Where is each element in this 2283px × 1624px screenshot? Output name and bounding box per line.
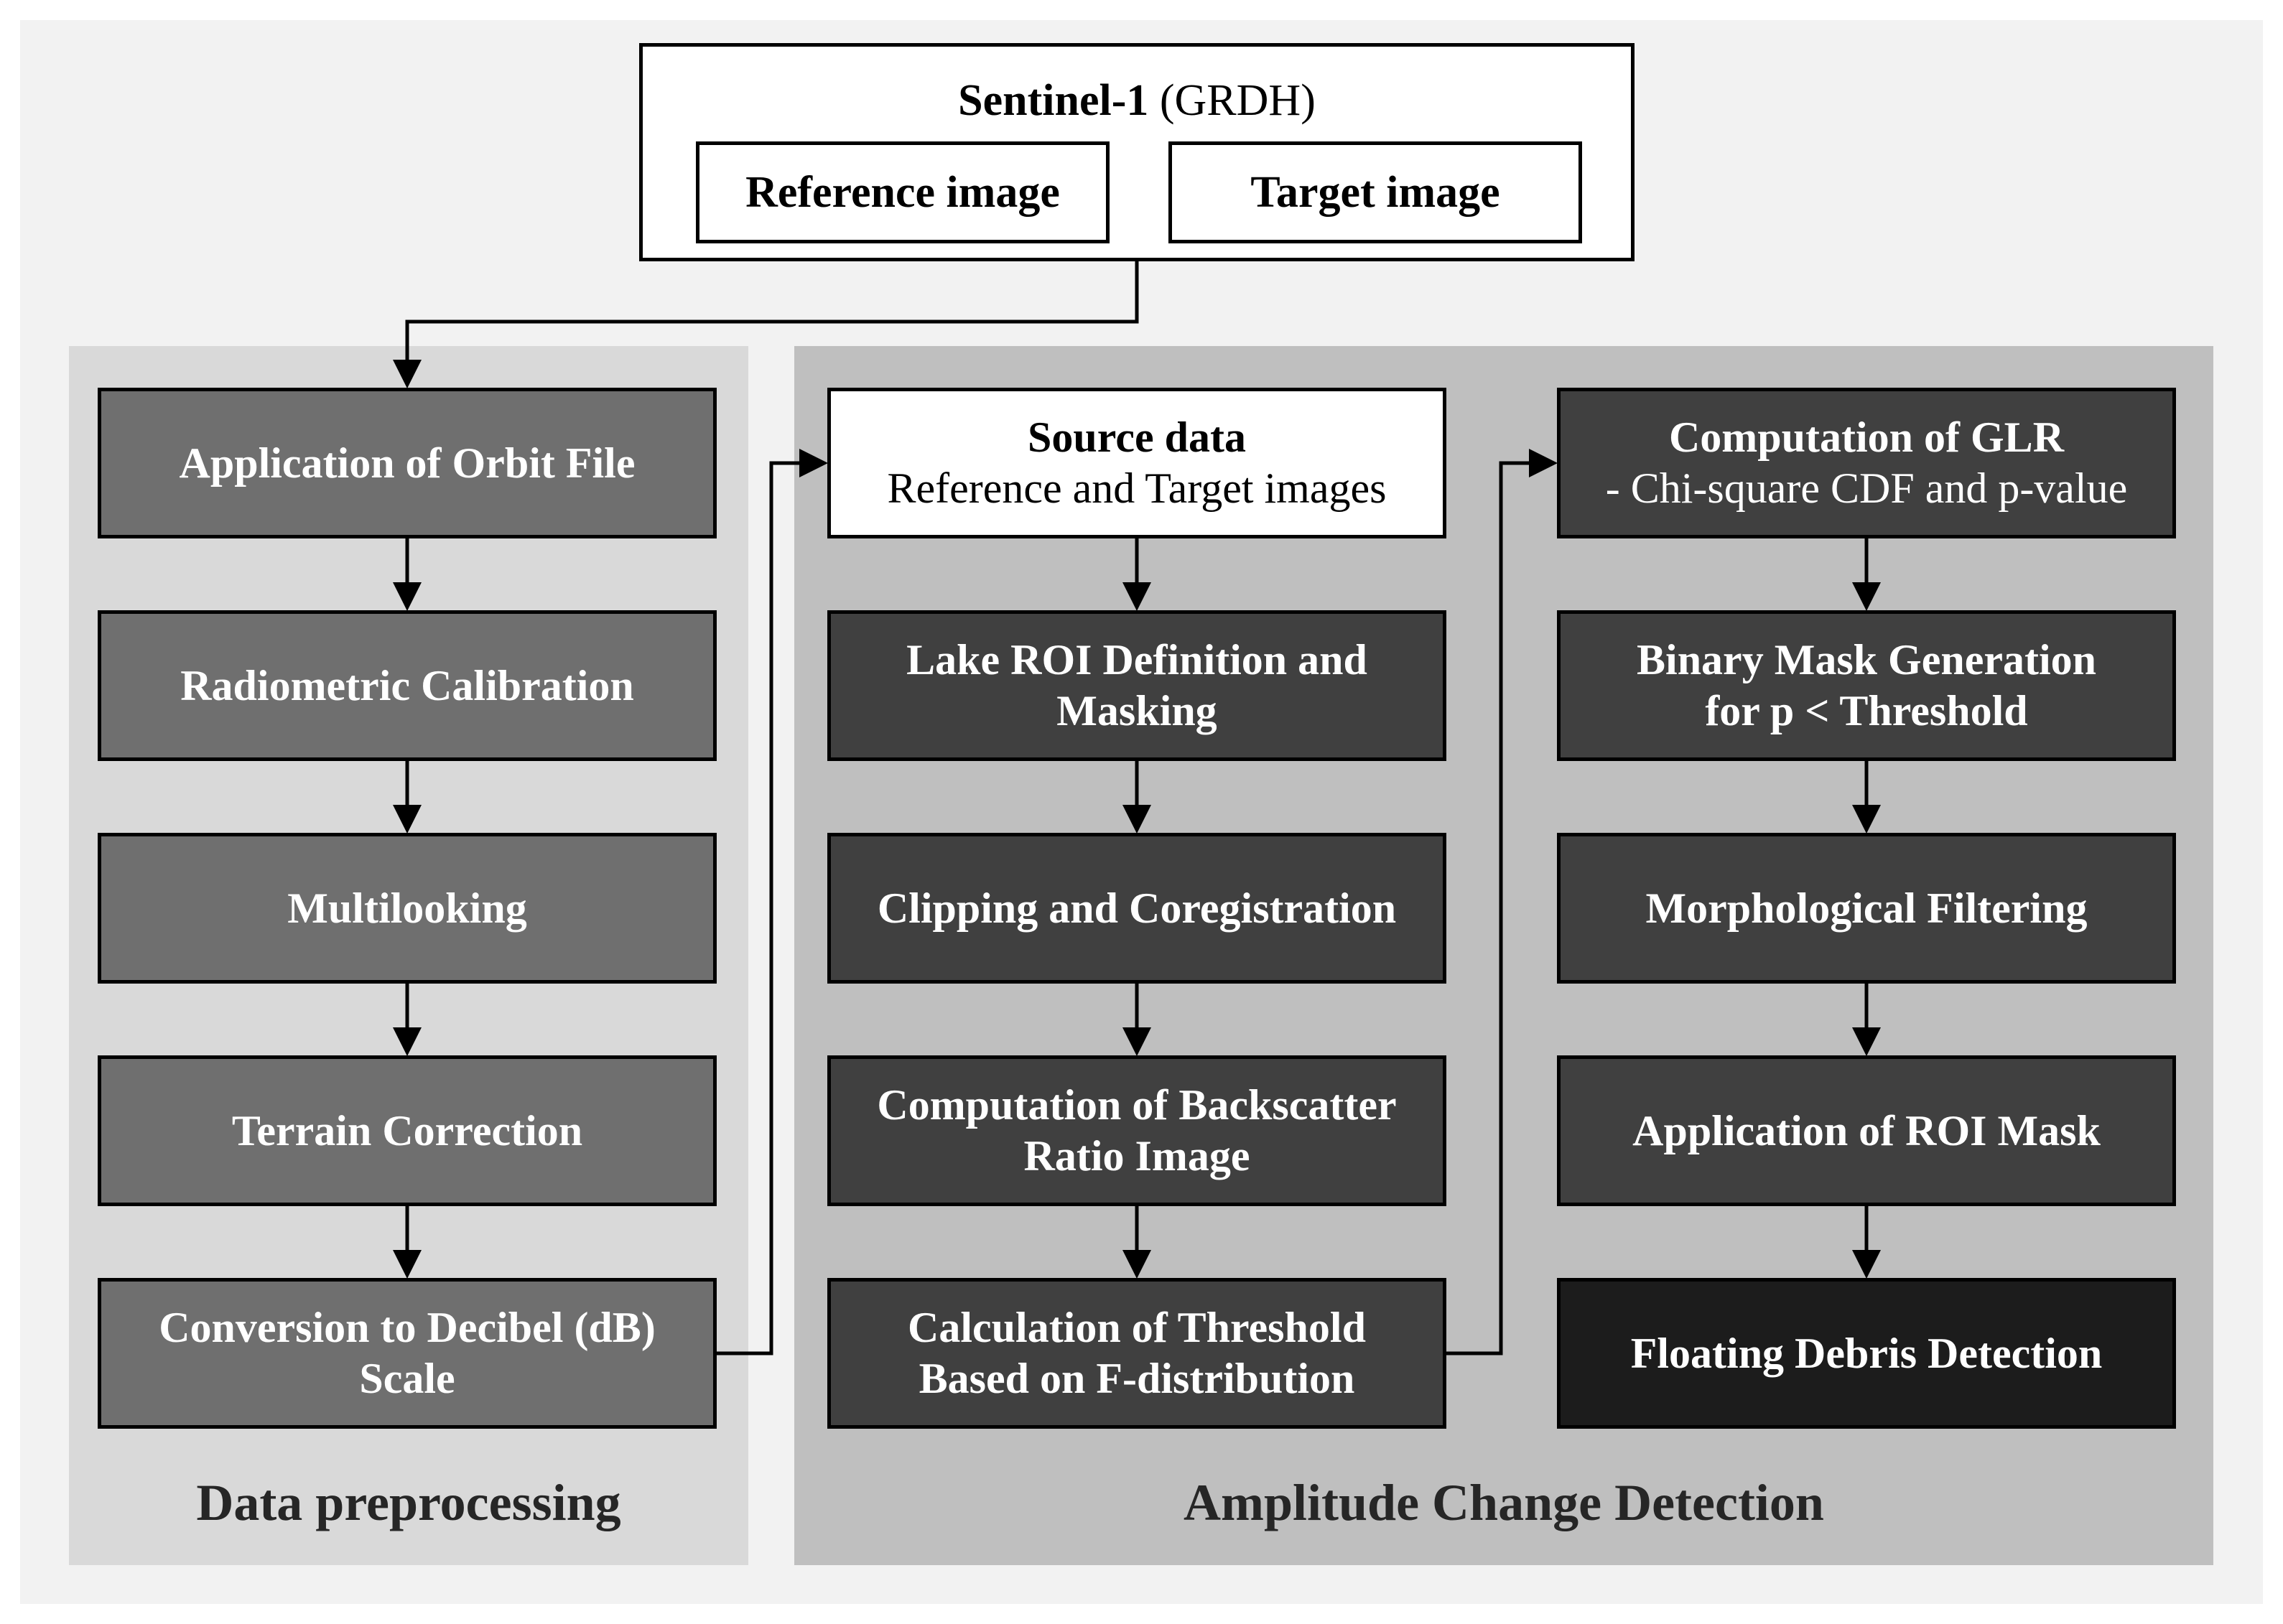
amplitude-change-detection-label: Amplitude Change Detection xyxy=(1184,1474,1824,1531)
step-label: Application of ROI Mask xyxy=(1632,1106,2101,1154)
arrow-source-to-preprocessing xyxy=(393,261,1139,388)
step-glr-computation: Computation of GLR - Chi-square CDF and … xyxy=(1557,388,2176,538)
step-label: Radiometric Calibration xyxy=(180,661,634,709)
step-floating-debris-detection: Floating Debris Detection xyxy=(1557,1278,2176,1429)
arrow-decibel-to-source-data xyxy=(717,449,828,1355)
step-label: Terrain Correction xyxy=(231,1106,583,1154)
source-data-subtitle: Reference and Target images xyxy=(887,465,1387,512)
step-label-line-2: Scale xyxy=(359,1355,455,1402)
step-label: Application of Orbit File xyxy=(179,439,636,487)
step-binary-mask: Binary Mask Generation for p < Threshold xyxy=(1557,610,2176,761)
source-data-title: Source data xyxy=(1028,414,1246,462)
step-roi-mask-application: Application of ROI Mask xyxy=(1557,1055,2176,1206)
data-preprocessing-label: Data preprocessing xyxy=(196,1474,621,1531)
step-label: Clipping and Coregistration xyxy=(877,884,1397,932)
step-lake-roi-definition: Lake ROI Definition and Masking xyxy=(827,610,1446,761)
step-label-line-2: Masking xyxy=(1056,687,1217,734)
step-label-line-1: Computation of Backscatter xyxy=(877,1081,1397,1129)
step-label-line-1: Calculation of Threshold xyxy=(908,1304,1366,1352)
sentinel-1-source-box: Sentinel-1 (GRDH) Reference image Target… xyxy=(639,43,1635,261)
step-label-line-1: Binary Mask Generation xyxy=(1637,636,2096,684)
step-orbit-file: Application of Orbit File xyxy=(98,388,717,538)
step-radiometric-calibration: Radiometric Calibration xyxy=(98,610,717,761)
sentinel-1-name: Sentinel-1 xyxy=(958,76,1149,125)
step-terrain-correction: Terrain Correction xyxy=(98,1055,717,1206)
step-label-line-1: Conversion to Decibel (dB) xyxy=(159,1304,656,1352)
step-decibel-conversion: Conversion to Decibel (dB) Scale xyxy=(98,1278,717,1429)
step-label: Morphological Filtering xyxy=(1645,884,2088,932)
target-image-label: Target image xyxy=(1250,167,1500,217)
step-label: Multilooking xyxy=(287,884,527,932)
step-label-line-1: Lake ROI Definition and xyxy=(906,636,1367,684)
step-morphological-filtering: Morphological Filtering xyxy=(1557,833,2176,984)
step-label-line-2: Based on F-distribution xyxy=(919,1355,1355,1402)
step-label-line-2: - Chi-square CDF and p-value xyxy=(1605,465,2128,512)
step-label: Floating Debris Detection xyxy=(1630,1329,2103,1377)
reference-image-label: Reference image xyxy=(745,167,1060,217)
arrow-threshold-to-glr xyxy=(1446,449,1558,1355)
step-label-line-2: for p < Threshold xyxy=(1705,687,2028,734)
step-threshold-calculation: Calculation of Threshold Based on F-dist… xyxy=(827,1278,1446,1429)
step-label-line-1: Computation of GLR xyxy=(1668,414,2065,462)
target-image-box: Target image xyxy=(1168,141,1582,243)
step-backscatter-ratio: Computation of Backscatter Ratio Image xyxy=(827,1055,1446,1206)
source-data-box: Source data Reference and Target images xyxy=(827,388,1446,538)
step-clipping-coregistration: Clipping and Coregistration xyxy=(827,833,1446,984)
step-label-line-2: Ratio Image xyxy=(1023,1132,1250,1180)
sentinel-1-title: Sentinel-1 (GRDH) xyxy=(643,75,1631,126)
sentinel-1-product: (GRDH) xyxy=(1159,76,1316,125)
reference-image-box: Reference image xyxy=(696,141,1110,243)
step-multilooking: Multilooking xyxy=(98,833,717,984)
